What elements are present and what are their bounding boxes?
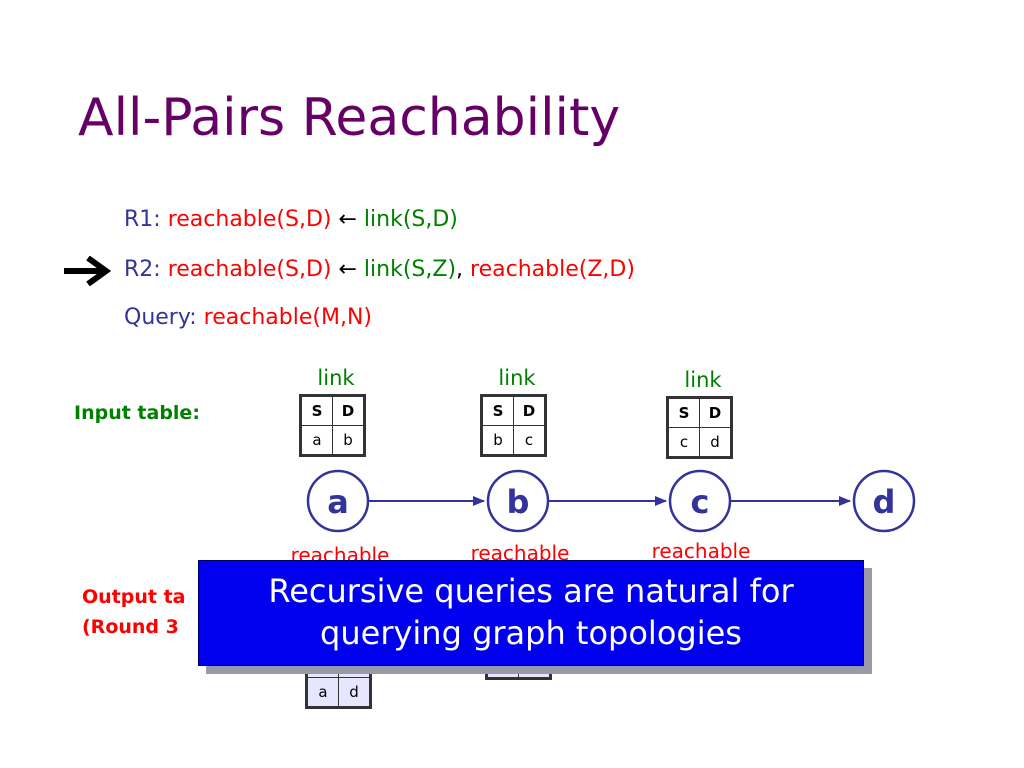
- table-cell: a: [306, 677, 339, 708]
- rule-separator: ,: [456, 257, 464, 282]
- column-header: D: [332, 395, 365, 426]
- table-cell: a: [300, 425, 333, 456]
- query-predicate: reachable(M,N): [203, 305, 372, 330]
- callout-line1: Recursive queries are natural for: [268, 572, 794, 611]
- node-label: d: [873, 483, 896, 521]
- graph-node-c: c: [668, 469, 732, 533]
- rule-body-link: link(S,Z): [363, 257, 457, 282]
- callout-line2: querying graph topologies: [320, 614, 742, 652]
- rule-r2: R2: reachable(S,D) ← link(S,Z), reachabl…: [124, 257, 635, 282]
- column-header: D: [513, 395, 546, 426]
- table-cell: b: [332, 425, 365, 456]
- node-label: a: [327, 483, 349, 521]
- graph-node-b: b: [486, 469, 550, 533]
- reachable-table-caption: reachable: [651, 539, 751, 563]
- input-table-label: Input table:: [74, 402, 200, 424]
- table-cell: d: [338, 677, 371, 708]
- link-table-caption: link: [498, 366, 536, 390]
- query: Query: reachable(M,N): [124, 305, 372, 330]
- table-cell: c: [513, 425, 546, 456]
- rule-body: link(S,D): [363, 207, 458, 232]
- slide-title: All-Pairs Reachability: [78, 88, 621, 148]
- column-header: S: [300, 395, 333, 426]
- link-table-caption: link: [317, 366, 355, 390]
- link-table-caption: link: [684, 368, 722, 392]
- rule-r1: R1: reachable(S,D) ← link(S,D): [124, 207, 458, 232]
- table-cell: d: [699, 427, 732, 458]
- graph-node-a: a: [306, 469, 370, 533]
- rule-label: R2:: [124, 257, 161, 282]
- rule-head: reachable(S,D): [167, 207, 332, 232]
- rule-head: reachable(S,D): [167, 257, 332, 282]
- graph-node-d: d: [852, 469, 916, 533]
- current-rule-arrow-icon: [64, 256, 112, 286]
- output-table-label-line2: (Round 3: [82, 616, 179, 638]
- implies-arrow: ←: [338, 207, 357, 232]
- rule-body-reachable: reachable(Z,D): [470, 257, 635, 282]
- node-label: c: [691, 483, 710, 521]
- callout-box: Recursive queries are natural for queryi…: [198, 560, 864, 666]
- implies-arrow: ←: [338, 257, 357, 282]
- table-cell: c: [667, 427, 700, 458]
- rule-label: R1:: [124, 207, 161, 232]
- column-header: S: [481, 395, 514, 426]
- output-table-label-line1: Output ta: [82, 586, 186, 608]
- query-label: Query:: [124, 305, 197, 330]
- node-label: b: [507, 483, 530, 521]
